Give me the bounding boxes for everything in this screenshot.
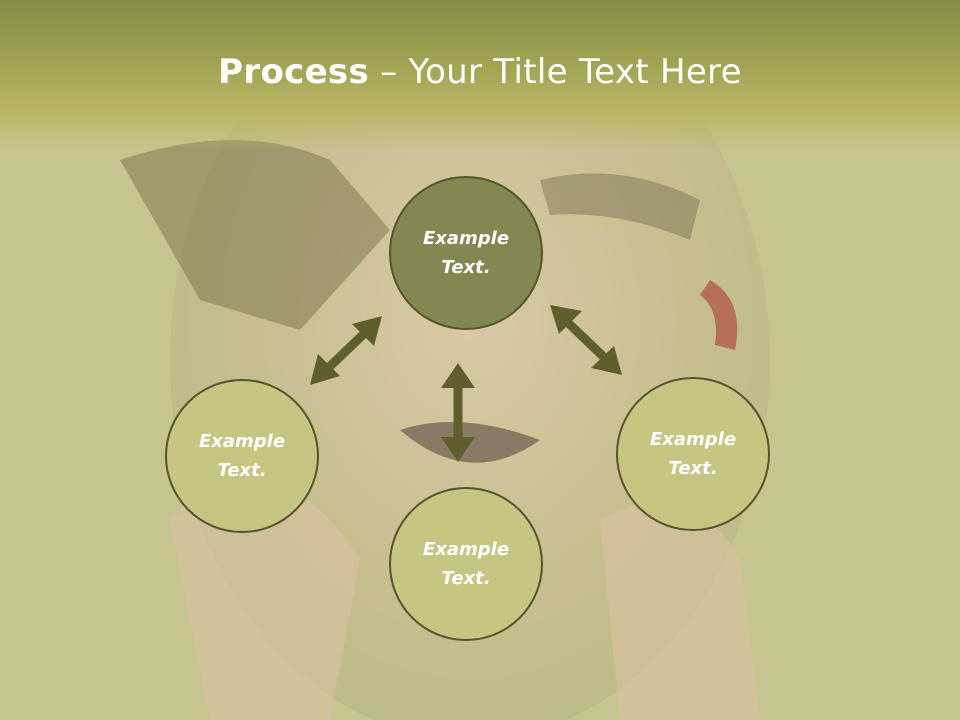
arrow-top-right (550, 305, 622, 375)
title-bar (0, 0, 960, 150)
process-node-top[interactable]: Example Text. (389, 176, 543, 330)
process-node-bottom[interactable]: Example Text. (389, 487, 543, 641)
title-bold: Process (218, 52, 370, 92)
title-rest: – Your Title Text Here (369, 52, 742, 92)
arrow-top-left (310, 316, 382, 385)
slide-title: Process – Your Title Text Here (0, 52, 960, 92)
process-node-right[interactable]: Example Text. (616, 377, 770, 531)
node-right-label: Example Text. (649, 429, 737, 479)
process-node-left[interactable]: Example Text. (165, 379, 319, 533)
node-left-label: Example Text. (198, 431, 286, 481)
arrow-top-bottom (441, 363, 475, 462)
node-bottom-label: Example Text. (422, 539, 510, 589)
node-top-label: Example Text. (422, 228, 510, 278)
